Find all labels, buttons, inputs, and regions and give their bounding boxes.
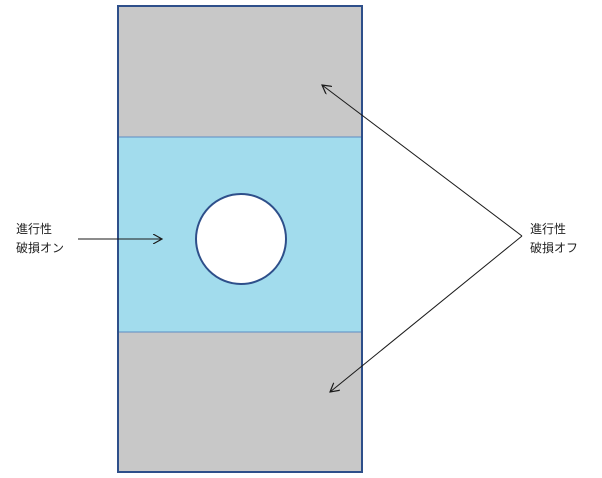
label-off-line1: 進行性 xyxy=(530,222,567,236)
label-off-line2: 破損オフ xyxy=(530,241,579,255)
arrow-off-to-top-region xyxy=(322,85,523,237)
label-on-line1: 進行性 xyxy=(16,222,53,236)
label-on-line2: 破損オン xyxy=(16,241,65,255)
progressive-damage-off-label: 進行性 破損オフ xyxy=(530,220,578,258)
progressive-damage-on-label: 進行性 破損オン xyxy=(16,220,64,258)
center-hole xyxy=(195,193,287,285)
bottom-gray-region xyxy=(118,332,362,472)
arrow-off-to-bottom-region xyxy=(330,235,523,392)
top-gray-region xyxy=(118,6,362,137)
